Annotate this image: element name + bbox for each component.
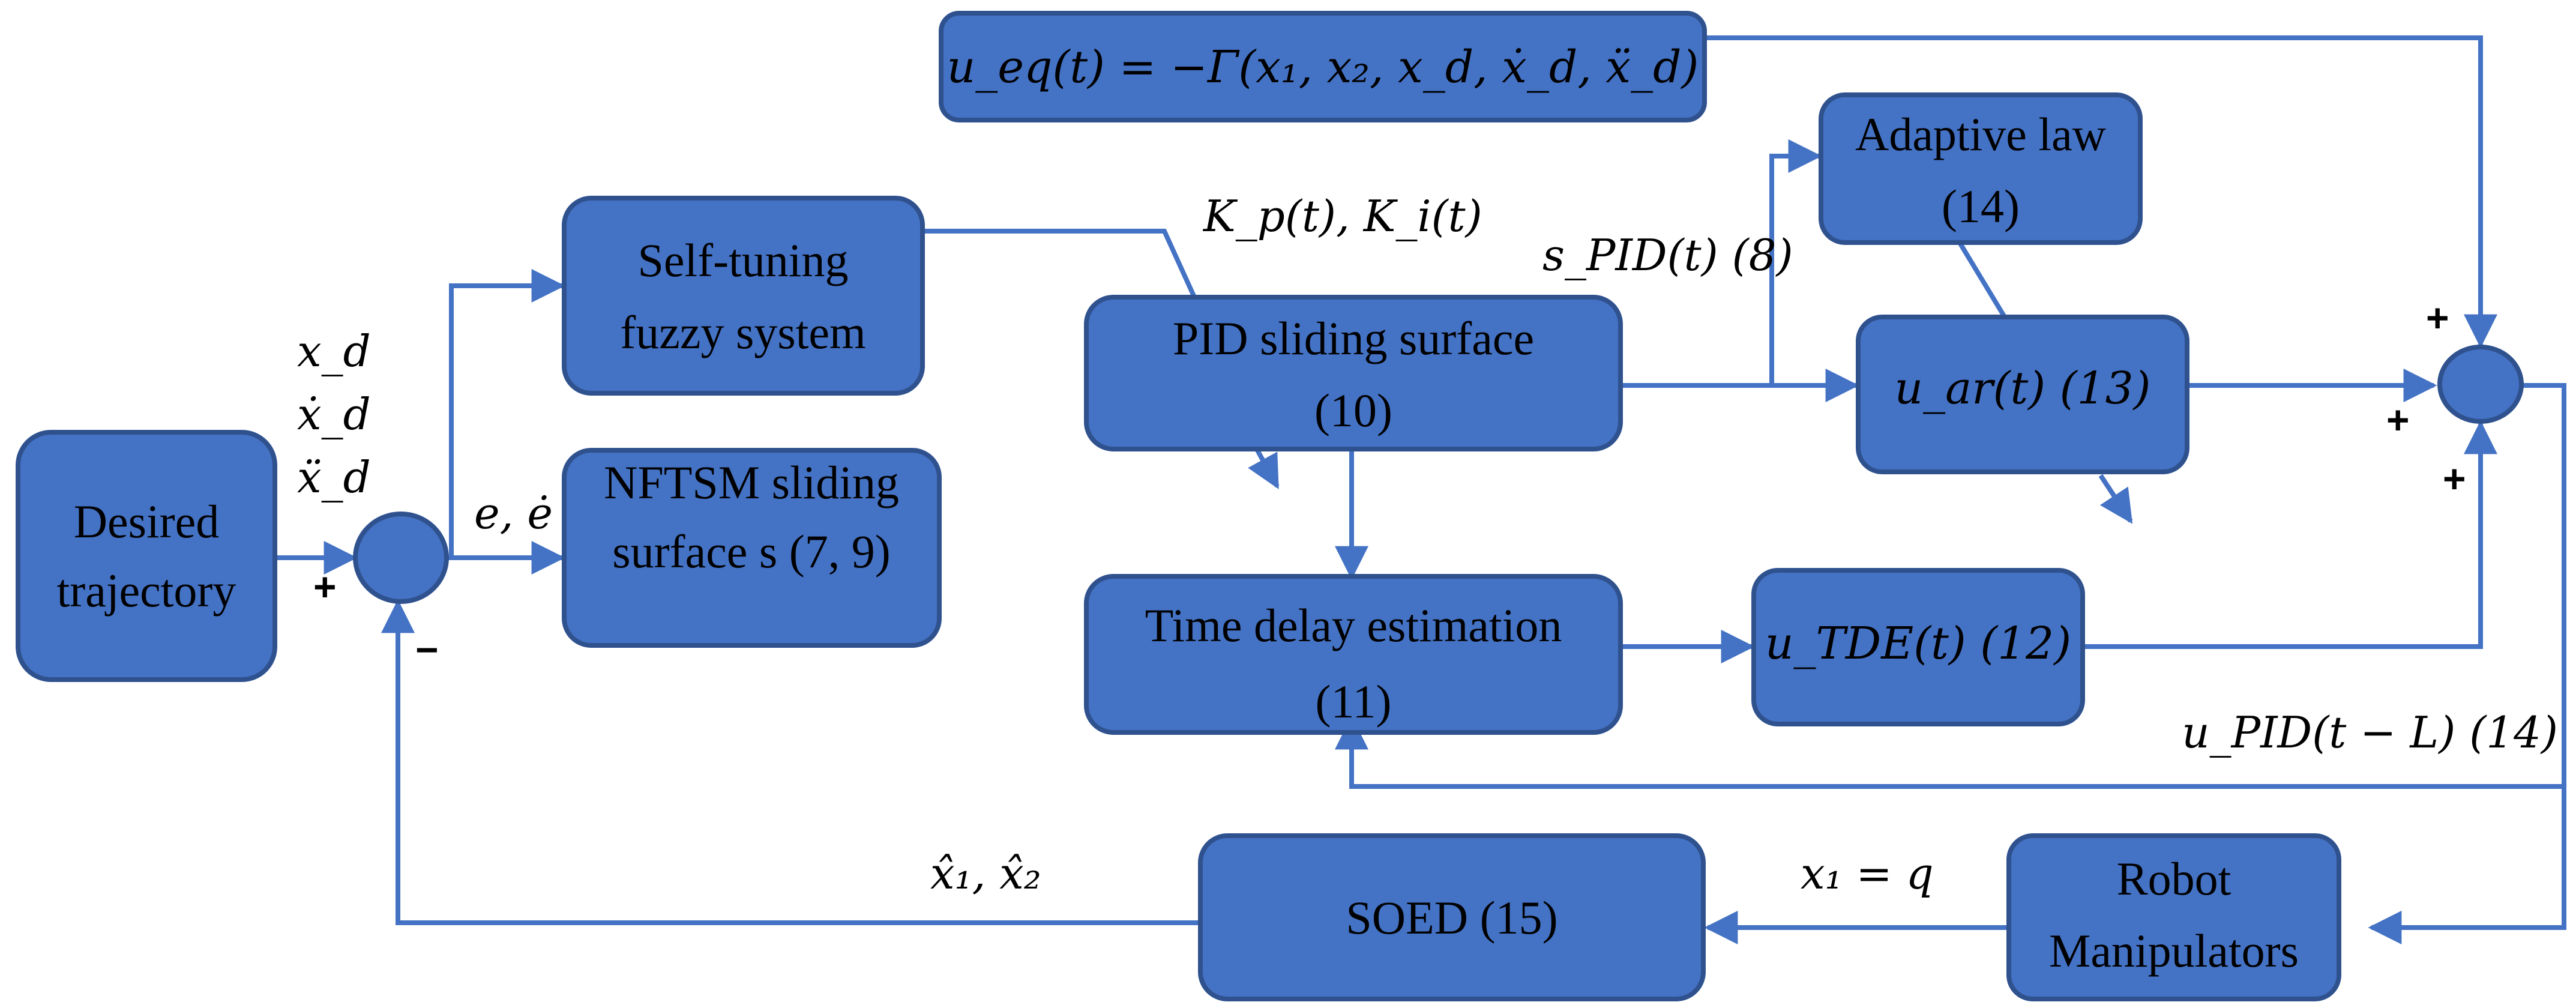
summing-junction-control	[2437, 345, 2524, 424]
soed-label: SOED (15)	[1346, 892, 1557, 944]
tde-line2: (11)	[1315, 675, 1391, 728]
block-soed: SOED (15)	[1198, 833, 1706, 1001]
block-u-tde: u_TDE(t) (12)	[1751, 568, 2085, 726]
label-kp-ki: K_p(t), K_i(t)	[1202, 191, 1482, 241]
robot-line1: Robot	[2117, 853, 2231, 905]
ueq-label: u_eq(t) = −Γ(x₁, x₂, x_d, ẋ_d, ẍ_d)	[947, 41, 1699, 93]
sign-plus-top: +	[2426, 295, 2449, 340]
fuzzy-line2: fuzzy system	[620, 306, 865, 358]
label-xhat: x̂₁, x̂₂	[930, 848, 1041, 899]
pid-line2: (10)	[1314, 384, 1392, 436]
label-xd-dot: ẋ_d	[297, 389, 371, 439]
nftsm-line1: NFTSM sliding	[604, 456, 899, 509]
pid-line1: PID sliding surface	[1173, 312, 1534, 364]
label-upid: u_PID(t − L) (14)	[2182, 707, 2558, 758]
block-u-ar: u_ar(t) (13)	[1856, 315, 2189, 474]
block-pid-sliding-surface: PID sliding surface (10)	[1084, 295, 1623, 451]
adaptive-line2: (14)	[1942, 180, 2020, 232]
wire-ueq-to-sum2	[1705, 35, 2497, 348]
sign-plus-left: +	[2386, 397, 2410, 442]
wire-soed-to-sum1	[381, 599, 1200, 925]
block-nftsm-surface: NFTSM sliding surface s (7, 9)	[562, 448, 942, 648]
wire-to-adaptive	[1769, 139, 1822, 385]
sign-plus-bottom: +	[2443, 456, 2466, 501]
summing-junction-error	[353, 512, 449, 604]
wire-adaptive-to-uar	[1957, 241, 2007, 319]
label-xd: x_d	[297, 326, 371, 376]
sign-minus-sum1: −	[415, 627, 439, 672]
block-u-eq: u_eq(t) = −Γ(x₁, x₂, x_d, ẋ_d, ẍ_d)	[939, 11, 1707, 122]
label-x1-q: x₁ = q	[1801, 848, 1934, 899]
stray-arrow-uar	[2098, 474, 2133, 524]
block-robot-manipulators: Robot Manipulators	[2006, 833, 2341, 1001]
sign-plus-sum1: +	[313, 564, 337, 609]
robot-line2: Manipulators	[2049, 925, 2299, 977]
desired-line2: trajectory	[57, 564, 236, 617]
wire-utde-to-sum2	[2083, 420, 2497, 649]
wire-upid-feedback	[1335, 716, 2564, 789]
block-fuzzy-system: Self-tuning fuzzy system	[562, 196, 925, 396]
desired-line1: Desired	[74, 495, 220, 548]
nftsm-line2: surface s (7, 9)	[612, 525, 890, 578]
wire-fuzzy-gains	[922, 229, 1197, 298]
label-spid: s_PID(t) (8)	[1542, 230, 1793, 280]
adaptive-line1: Adaptive law	[1855, 108, 2106, 160]
label-e-edot: e, ė	[474, 488, 553, 539]
wire-sum2-to-robot	[2368, 383, 2566, 944]
uar-label: u_ar(t) (13)	[1894, 363, 2150, 414]
wire-to-fuzzy	[449, 269, 565, 558]
fuzzy-line1: Self-tuning	[638, 234, 849, 286]
block-adaptive-law: Adaptive law (14)	[1819, 92, 2143, 245]
block-desired-trajectory: Desired trajectory	[16, 430, 277, 682]
tde-line1: Time delay estimation	[1145, 599, 1562, 651]
label-xd-ddot: ẍ_d	[297, 452, 371, 502]
signal-wires	[275, 35, 2566, 944]
block-time-delay-estimation: Time delay estimation (11)	[1084, 574, 1623, 735]
utde-label: u_TDE(t) (12)	[1765, 618, 2071, 669]
stray-arrow-pid	[1248, 449, 1280, 489]
